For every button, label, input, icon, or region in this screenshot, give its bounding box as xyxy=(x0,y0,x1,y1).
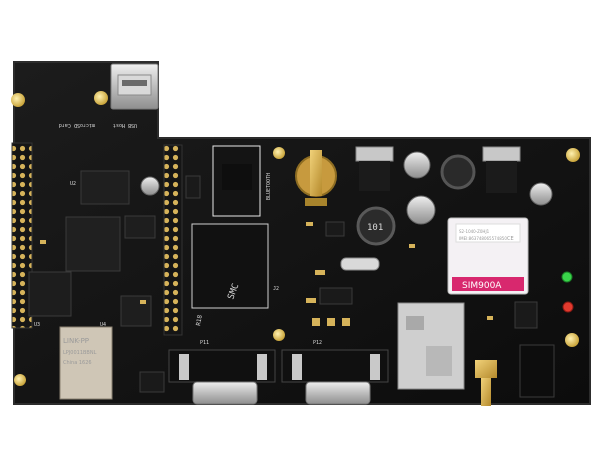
middle-pin-header xyxy=(163,144,183,336)
sim-id-label: S2-1040-Z0HJ1 xyxy=(459,229,490,234)
lan-brand-label: LINK-PP xyxy=(63,337,89,345)
bluetooth-module: BLUETOOTH xyxy=(212,145,272,217)
microsd-label: microSD Card xyxy=(59,122,95,128)
lan-transformer: LINK-PP LPJ0011BBNL China 1626 xyxy=(59,326,113,400)
green-led xyxy=(561,271,573,283)
electrolytic-capacitor-small xyxy=(140,176,160,196)
u3-label: U3 xyxy=(34,322,40,328)
antenna-connector xyxy=(475,360,497,406)
red-led xyxy=(562,301,574,313)
voltage-regulator-2 xyxy=(482,146,521,193)
sim-card-holder xyxy=(397,302,465,390)
u4-label: U4 xyxy=(100,322,106,328)
passive-components xyxy=(40,222,493,326)
sim-code-label: CE xyxy=(507,236,514,242)
electrolytic-capacitor-1 xyxy=(403,151,431,179)
inductor-1 xyxy=(440,154,476,190)
r18-label: R18 xyxy=(195,314,204,326)
usb-label: USB Host xyxy=(113,122,137,128)
j2-label: J2 xyxy=(273,286,279,292)
smd-components xyxy=(139,175,538,393)
u2-label: U2 xyxy=(70,181,76,187)
electrolytic-capacitor-3 xyxy=(529,182,553,206)
p11-label: P11 xyxy=(200,340,209,346)
dc-power-jack xyxy=(519,344,555,398)
p12-label: P12 xyxy=(313,340,322,346)
mounting-holes xyxy=(11,91,580,386)
sim-model-label: SIM900A xyxy=(462,281,502,291)
inductor-2: 101 xyxy=(356,206,396,246)
lan-part-label: LPJ0011BBNL xyxy=(63,350,97,356)
voltage-regulator-1 xyxy=(355,146,394,191)
left-pin-header xyxy=(11,142,33,329)
db9-connector-2: P12 xyxy=(281,340,389,405)
bluetooth-label: BLUETOOTH xyxy=(266,173,272,200)
smc-footprint: SMC J2 xyxy=(191,223,279,309)
sim900a-module: S2-1040-Z0HJ1 IMEI:863748065574850 CE SI… xyxy=(447,217,529,295)
sim-imei-label: IMEI:863748065574850 xyxy=(459,236,507,241)
crystal xyxy=(340,257,380,271)
lan-origin-label: China 1626 xyxy=(63,360,92,366)
usb-connector xyxy=(110,63,159,110)
inductor-label: 101 xyxy=(367,223,383,233)
electrolytic-capacitor-2 xyxy=(406,195,436,225)
coin-battery-holder xyxy=(295,150,337,206)
db9-connector-1: P11 xyxy=(168,340,276,405)
